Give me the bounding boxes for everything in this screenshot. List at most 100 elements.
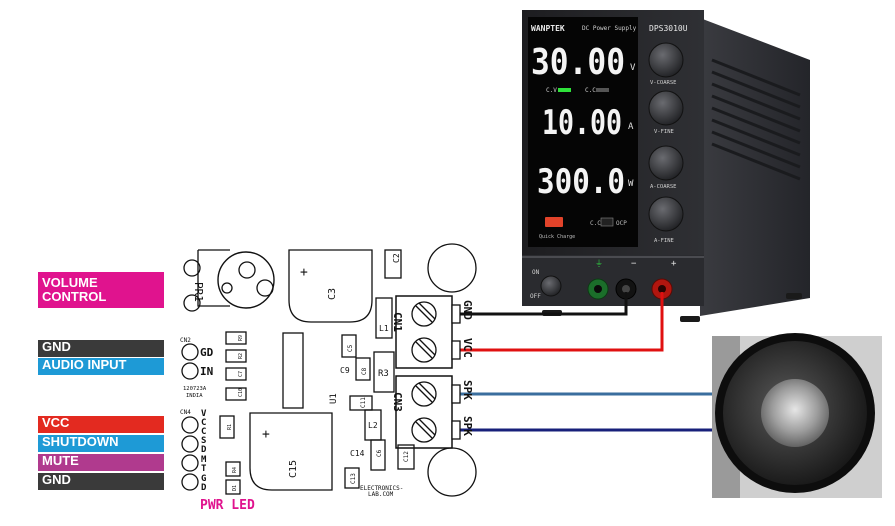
svg-text:S: S — [201, 436, 206, 446]
ocp-switch[interactable] — [600, 217, 614, 227]
term-vcc: VCC — [461, 338, 474, 358]
svg-text:C7: C7 — [238, 371, 244, 377]
mute-label: MUTE — [38, 454, 164, 471]
pr1-label: PR1 — [192, 282, 205, 302]
cc-indicator-label: C.C — [585, 87, 596, 94]
current-readout: 10.00 — [542, 103, 622, 143]
svg-text:L1: L1 — [379, 324, 389, 333]
svg-text:C6: C6 — [376, 449, 383, 457]
volume-control-label: VOLUME CONTROL — [38, 272, 164, 308]
speaker-dust-cap — [761, 379, 829, 447]
terminal-cn1: CN1 — [391, 295, 461, 369]
v-fine-label: V-FINE — [654, 129, 674, 135]
v-fine-knob[interactable] — [648, 90, 684, 126]
ocp-left-label: C.C — [590, 220, 601, 227]
psu-brand: WANPTEK — [531, 24, 565, 33]
gnd-label-control: GND — [38, 473, 164, 490]
power-readout: 300.0 — [537, 162, 625, 202]
current-unit: A — [628, 122, 634, 132]
cn1-label: CN1 — [391, 312, 404, 332]
capacitor-c15: + C15 — [249, 412, 333, 491]
svg-text:C12: C12 — [403, 451, 410, 462]
svg-text:L2: L2 — [368, 421, 378, 430]
psu-model: DPS3010U — [649, 24, 688, 33]
mounting-hole-top — [427, 243, 477, 293]
power-switch[interactable] — [540, 275, 562, 297]
brand-line2: LAB.COM — [368, 491, 394, 498]
a-fine-knob[interactable] — [648, 196, 684, 232]
cn3-label: CN3 — [391, 392, 404, 412]
term-spk1: SPK — [461, 380, 474, 400]
svg-text:R3: R3 — [378, 369, 389, 379]
svg-text:D: D — [201, 483, 207, 493]
mounting-hole-bottom — [427, 447, 477, 497]
cv-led — [558, 88, 571, 92]
speaker — [712, 333, 882, 498]
off-label: OFF — [530, 293, 541, 300]
cn2-in: IN — [200, 365, 213, 378]
voltage-readout: 30.00 — [531, 42, 625, 83]
svg-text:+: + — [262, 427, 270, 442]
a-coarse-knob[interactable] — [648, 145, 684, 181]
brand-line1: ELECTRONICS- — [360, 485, 403, 492]
amplifier-pcb: PR1 + C3 C2 L1 C5 C9 C8 R3 C11 L2 C14 — [180, 243, 477, 513]
svg-text:D1: D1 — [232, 485, 238, 491]
svg-text:−: − — [631, 259, 637, 269]
gnd-label-input: GND — [38, 340, 164, 357]
psu-display — [528, 17, 638, 247]
on-label: ON — [532, 269, 540, 276]
cv-indicator-label: C.V — [546, 87, 557, 94]
capacitor-c3: + C3 — [288, 249, 373, 323]
board-code: 120723A — [183, 386, 207, 392]
wire-ground — [456, 292, 628, 316]
cc-led — [596, 88, 609, 92]
ic-u1 — [282, 332, 304, 409]
usb-label: Quick Charge — [539, 234, 575, 240]
svg-text:G: G — [201, 474, 206, 484]
psu-vents — [711, 58, 801, 181]
terminal-cn3: CN3 — [391, 375, 461, 449]
svg-text:C9: C9 — [340, 366, 350, 375]
svg-text:+: + — [300, 265, 308, 280]
svg-text:D: D — [201, 445, 207, 455]
u1-label: U1 — [329, 393, 339, 404]
svg-text:R9: R9 — [238, 335, 244, 341]
psu-title: DC Power Supply — [582, 25, 637, 32]
svg-text:C11: C11 — [360, 397, 367, 408]
power-supply: WANPTEK DC Power Supply DPS3010U 30.00 V… — [522, 10, 810, 322]
svg-text:⏚: ⏚ — [595, 259, 603, 268]
svg-text:R4: R4 — [232, 467, 238, 473]
c3-label: C3 — [327, 288, 338, 300]
svg-text:C5: C5 — [347, 344, 354, 352]
svg-text:R1: R1 — [227, 424, 233, 430]
shutdown-label: SHUTDOWN — [38, 435, 164, 452]
a-fine-label: A-FINE — [654, 238, 674, 244]
voltage-unit: V — [630, 63, 636, 73]
svg-text:M: M — [201, 455, 207, 465]
svg-text:R2: R2 — [238, 353, 244, 359]
svg-text:+: + — [671, 259, 677, 269]
board-country: INDIA — [186, 393, 203, 399]
wires — [456, 292, 726, 432]
volume-line1: VOLUME — [42, 275, 98, 290]
svg-text:C8: C8 — [361, 367, 368, 375]
psu-knobs: V-COARSE V-FINE A-COARSE A-FINE — [648, 42, 684, 244]
audio-input-label: AUDIO INPUT — [38, 358, 164, 375]
term-spk2: SPK — [461, 416, 474, 436]
svg-text:T: T — [201, 464, 207, 474]
usb-port — [545, 217, 563, 227]
volume-line2: CONTROL — [42, 289, 107, 304]
cn2-label: CN2 — [180, 337, 191, 344]
svg-text:C14: C14 — [350, 449, 365, 458]
pwr-led-label: PWR LED — [200, 498, 255, 513]
v-coarse-knob[interactable] — [648, 42, 684, 78]
a-coarse-label: A-COARSE — [650, 184, 677, 190]
svg-text:C13: C13 — [350, 473, 357, 484]
svg-text:C: C — [201, 427, 206, 437]
cn2-gd: GD — [200, 346, 214, 359]
power-unit: W — [628, 179, 634, 189]
svg-text:C2: C2 — [392, 253, 401, 263]
ocp-label: OCP — [616, 220, 627, 227]
potentiometer-pr1: PR1 — [183, 249, 275, 312]
